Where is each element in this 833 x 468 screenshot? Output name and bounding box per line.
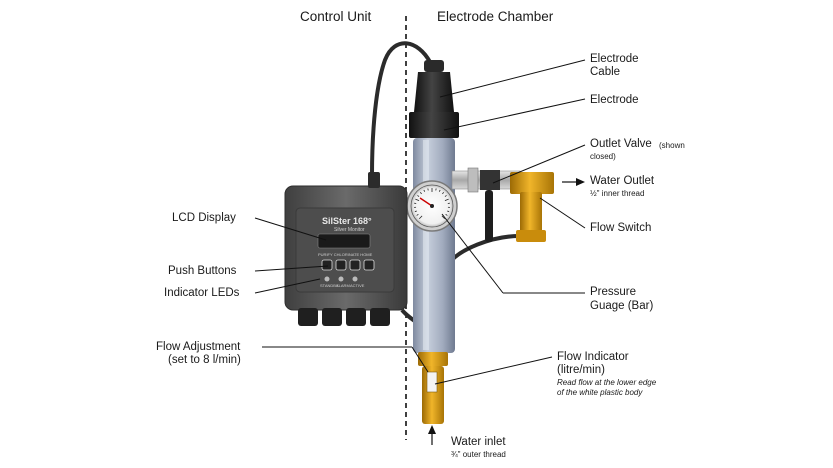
label-indicator-leds: Indicator LEDs xyxy=(164,287,240,299)
label-water-inlet: Water inlet xyxy=(451,436,506,448)
gauge-tick xyxy=(442,192,444,195)
leader-flow-indicator xyxy=(434,356,553,385)
push-buttons xyxy=(321,259,375,271)
header-electrode-chamber: Electrode Chamber xyxy=(437,9,554,24)
control-box-panel xyxy=(295,207,395,293)
label-pressure-gauge-1: Pressure xyxy=(590,286,637,298)
gauge-tick xyxy=(444,198,449,202)
water-outlet-arrow xyxy=(562,178,585,186)
flow-indicator-window xyxy=(426,371,438,393)
gauge-tick xyxy=(414,210,417,212)
gauge-tick xyxy=(444,195,447,197)
gauge-tick xyxy=(420,192,422,195)
leader-outlet-valve xyxy=(492,144,586,184)
label-push-buttons: Push Buttons xyxy=(168,265,237,277)
label-water-outlet: Water Outlet xyxy=(590,175,655,187)
device-led-label-2: ALARM xyxy=(336,283,350,288)
device-button-caption: PURIFY CHLORINATE HOME xyxy=(318,252,373,257)
electrode-cable xyxy=(370,41,432,176)
electrode-collar xyxy=(409,112,459,138)
label-flow-adjustment-1: Flow Adjustment xyxy=(156,341,241,353)
leader-flow-switch xyxy=(539,197,586,229)
flow-switch-body xyxy=(520,192,542,240)
leader-electrode-cable xyxy=(439,59,586,98)
button-1 xyxy=(321,259,333,271)
gauge-tick xyxy=(418,215,423,220)
device-model: Silver Monitor xyxy=(334,227,365,233)
led-1 xyxy=(324,276,330,282)
label-outlet-valve-note-2: closed) xyxy=(590,152,616,161)
header-control-unit: Control Unit xyxy=(300,9,372,24)
valve-handle xyxy=(485,190,493,242)
gauge-tick xyxy=(423,189,426,192)
leader-pressure-gauge-2 xyxy=(441,213,504,294)
gauge-ticks xyxy=(414,188,450,220)
device-brand: SilSter 168° xyxy=(322,216,372,226)
inlet-nut xyxy=(418,352,448,366)
label-electrode-cable-1: Electrode xyxy=(590,53,639,65)
chamber-highlight xyxy=(423,140,429,350)
electrode-head xyxy=(414,72,454,112)
label-outlet-valve: Outlet Valve xyxy=(590,138,652,150)
label-flow-indicator-note-1: Read flow at the lower edge xyxy=(557,378,657,387)
gauge-tick xyxy=(415,198,420,202)
leader-leds xyxy=(254,278,321,294)
electrode-cap xyxy=(424,60,444,72)
gauge-tick xyxy=(441,215,446,220)
indicator-leds xyxy=(324,276,358,282)
button-4 xyxy=(363,259,375,271)
switch-cable xyxy=(448,234,521,264)
label-water-outlet-note: ½" inner thread xyxy=(590,189,645,198)
leader-electrode xyxy=(443,98,586,131)
leader-push-buttons xyxy=(254,265,329,272)
label-flow-switch: Flow Switch xyxy=(590,222,652,234)
gauge-tick xyxy=(438,189,441,192)
water-inlet-arrow xyxy=(428,425,436,445)
gauge-tick xyxy=(416,214,419,216)
outlet-fitting xyxy=(510,172,554,194)
label-pressure-gauge-2: Guage (Bar) xyxy=(590,300,654,312)
gauge-tick xyxy=(417,195,420,197)
gauge-needle xyxy=(419,197,433,207)
label-flow-adjustment-2: (set to 8 l/min) xyxy=(168,354,241,366)
leader-lcd xyxy=(254,217,327,241)
label-electrode-cable-2: Cable xyxy=(590,66,621,78)
label-lcd-display: LCD Display xyxy=(172,212,236,224)
led-2 xyxy=(338,276,344,282)
device-led-label-3: ACTIVE xyxy=(350,283,365,288)
button-3 xyxy=(349,259,361,271)
label-flow-indicator-2: (litre/min) xyxy=(557,364,605,376)
control-box-top-cable xyxy=(368,172,380,188)
label-flow-indicator-1: Flow Indicator xyxy=(557,351,629,363)
label-flow-indicator-note-2: of the white plastic body xyxy=(557,388,643,397)
lcd-screen xyxy=(317,233,371,249)
button-2 xyxy=(335,259,347,271)
label-electrode: Electrode xyxy=(590,94,639,106)
label-water-inlet-note: ¾" outer thread xyxy=(451,450,506,459)
device-led-label-1: STANDBY xyxy=(320,283,339,288)
gauge-tick xyxy=(445,214,448,216)
label-outlet-valve-note-1: (shown xyxy=(659,141,685,150)
led-3 xyxy=(352,276,358,282)
cable-glands xyxy=(298,308,390,326)
gauge-tick xyxy=(447,210,450,212)
chamber-body xyxy=(413,138,455,353)
valve-body xyxy=(480,170,500,190)
